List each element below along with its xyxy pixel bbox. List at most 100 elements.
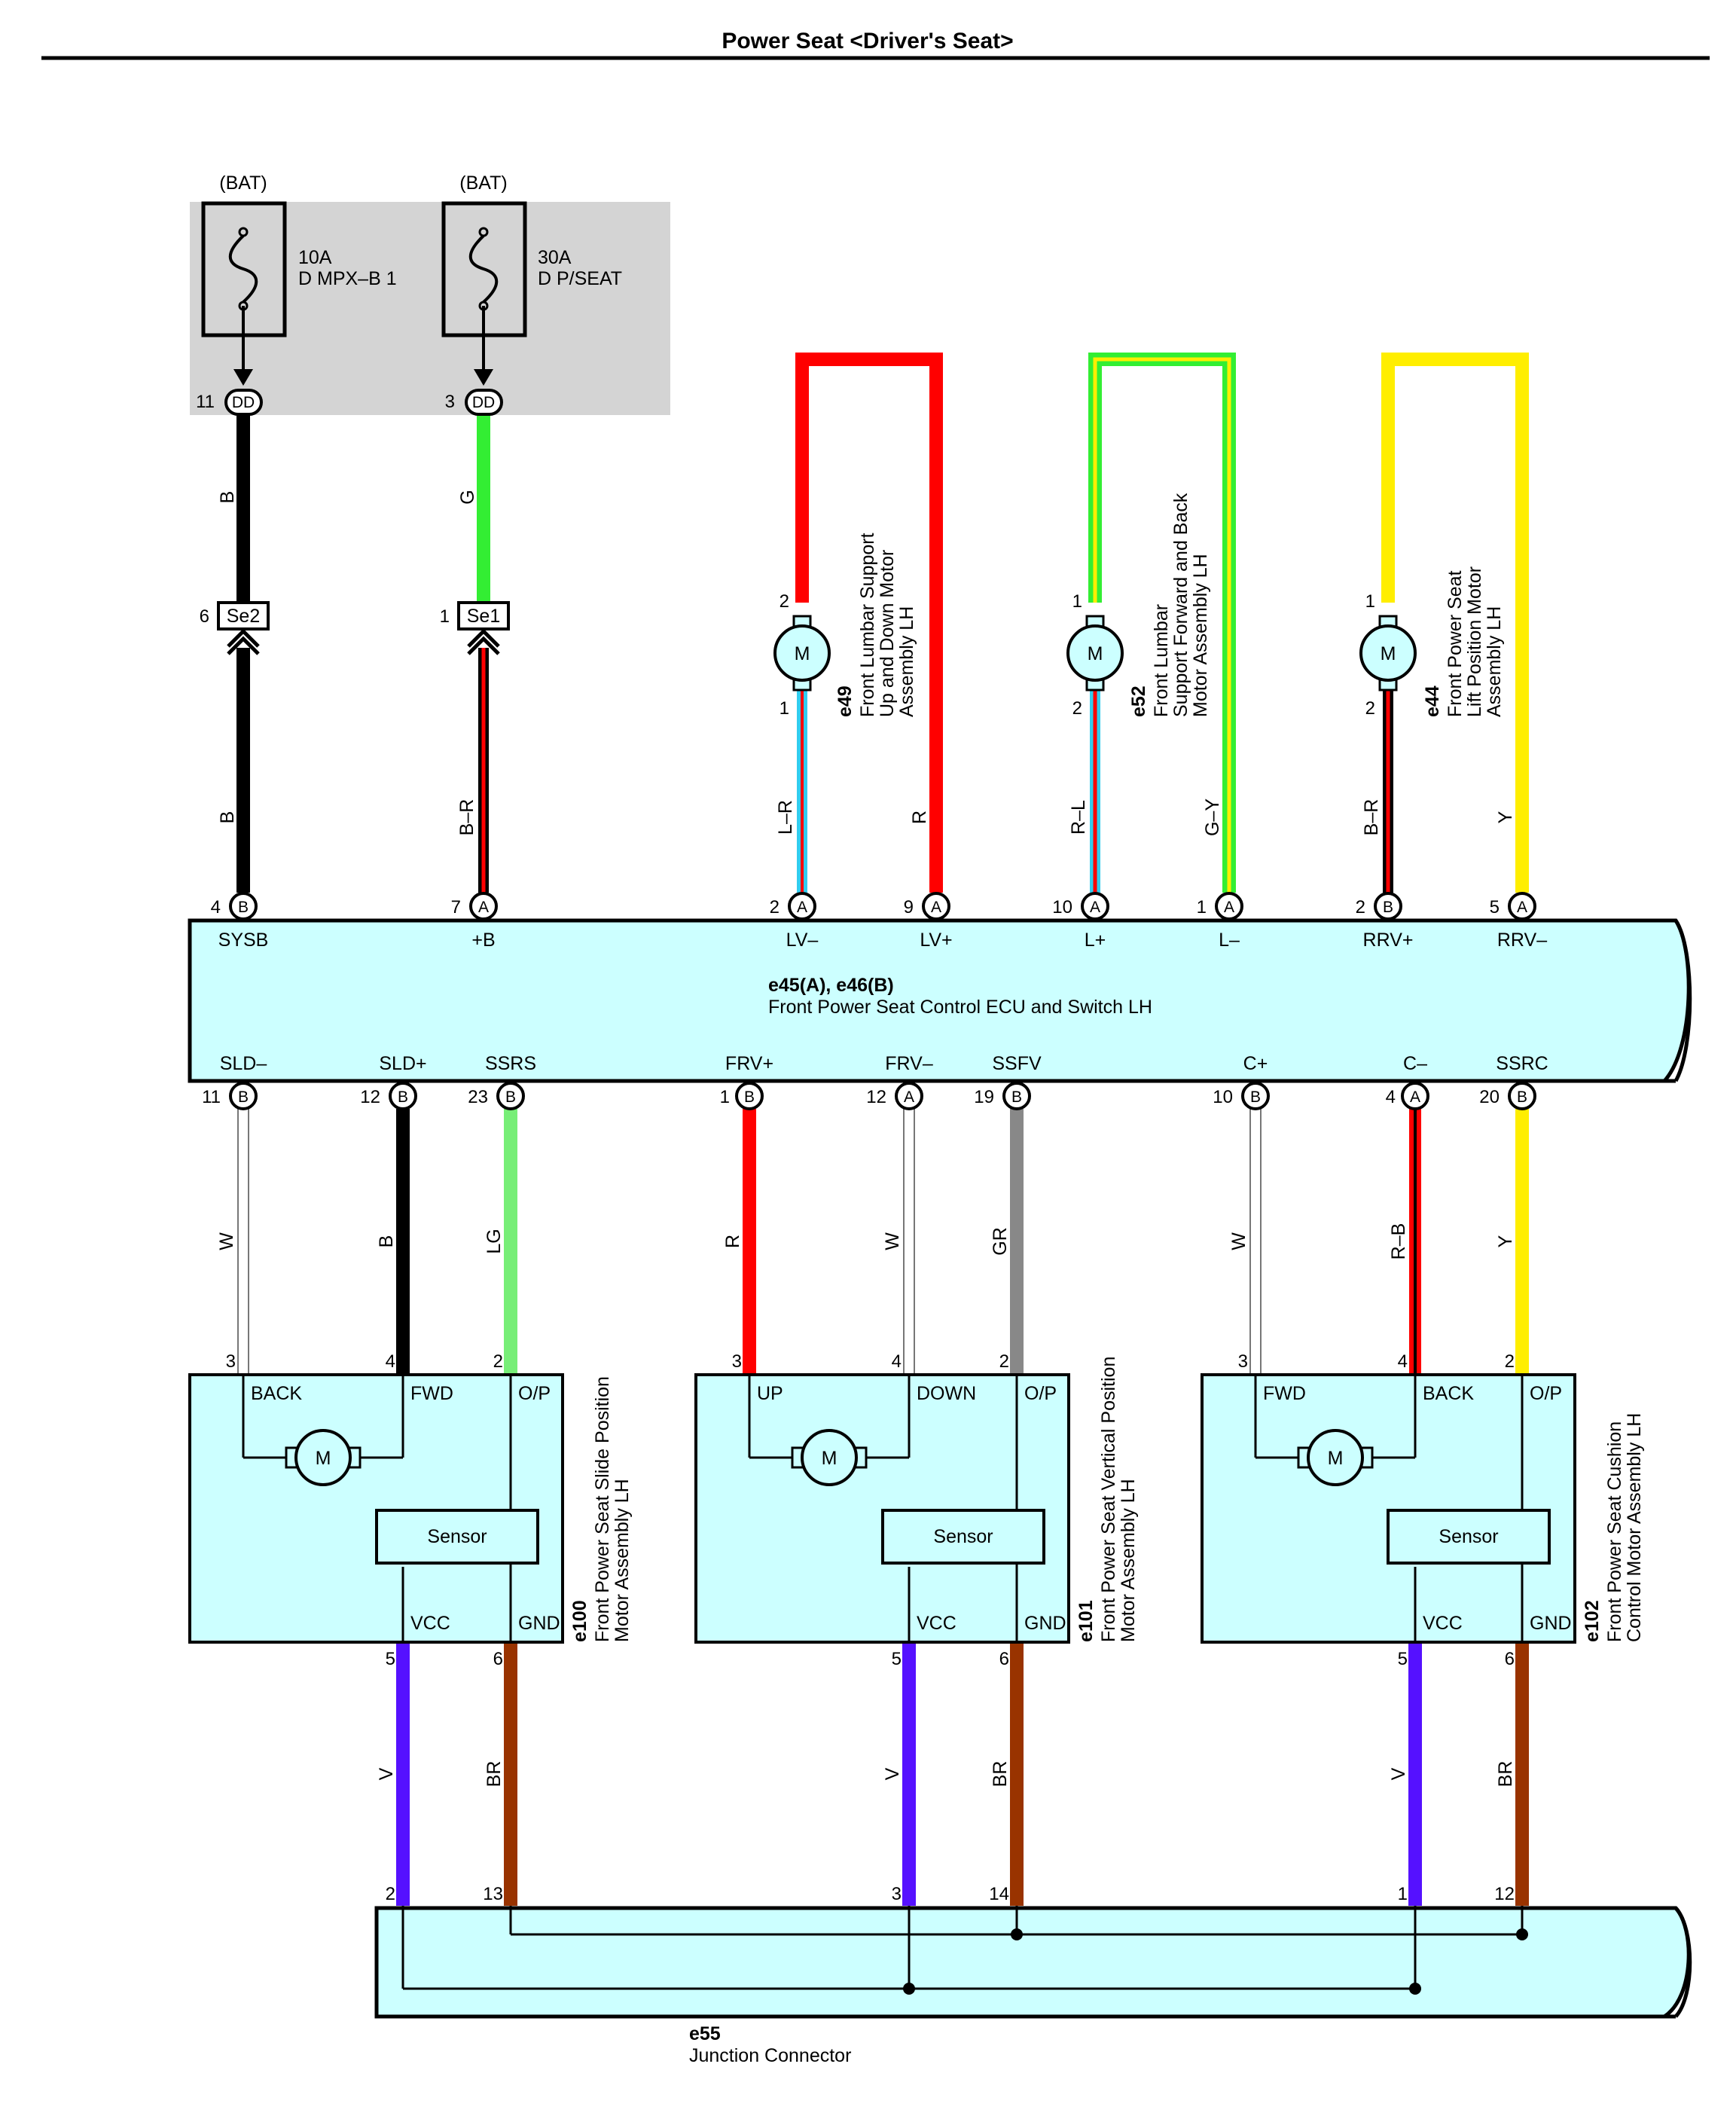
connector-dd [465,389,503,416]
svg-text:SSRC: SSRC [1496,1053,1548,1074]
motor-e49: M 2 1 e49 Front Lumbar Support Up and Do… [773,533,917,719]
svg-text:L+: L+ [1085,930,1106,951]
junction-break-edge [1674,1907,1692,2018]
pin-number: 2 [493,1351,503,1372]
svg-text:A: A [478,899,489,916]
fuse-rating: 30A [538,247,572,268]
arrow-down-icon [233,369,253,386]
wire-label: R [909,811,930,824]
assembly-box [188,1373,564,1644]
terminal-label: O/P [518,1383,551,1404]
chevron-up-icon [227,628,260,648]
svg-text:LV–: LV– [786,930,819,951]
wire-label: R–L [1068,800,1089,835]
sensor-label: Sensor [427,1526,487,1547]
terminal-label: O/P [1024,1383,1057,1404]
svg-text:A: A [797,899,807,916]
ecu-pin: C– A 4 [1386,1053,1429,1110]
ecu-pin: B 2 RRV+ [1356,892,1413,951]
splice-dot [1409,1983,1421,1995]
assembly-name: Front Power Seat Vertical Position [1098,1357,1119,1642]
svg-text:SLD–: SLD– [220,1053,267,1074]
pin-number: 6 [1505,1649,1515,1669]
svg-text:1: 1 [1197,897,1207,917]
sensor-label: Sensor [1439,1526,1498,1547]
svg-text:19: 19 [974,1087,994,1107]
svg-text:7: 7 [451,897,461,917]
svg-text:FRV+: FRV+ [725,1053,773,1074]
motor-e52: M 1 2 e52 Front Lumbar Support Forward a… [1066,493,1211,719]
terminal-label: UP [757,1383,783,1404]
ecu-pin: A 7 +B [451,892,498,951]
ecu-pin: A 5 RRV– [1490,892,1547,951]
fuse-element [468,234,499,304]
wire-label: B [217,491,238,504]
wire-label: GR [990,1227,1011,1256]
wire-label: B [376,1235,397,1248]
assembly-name: Motor Assembly LH [612,1479,633,1642]
connector-dd-3: 3 DD [445,389,503,416]
svg-text:SSFV: SSFV [992,1053,1042,1074]
pin-number: 3 [892,1884,902,1904]
assembly-name: Front Power Seat Cushion [1604,1421,1625,1642]
splice-dot [1011,1928,1023,1940]
svg-text:A: A [931,899,941,916]
wire-label: G–Y [1202,798,1223,836]
motor-symbol: M [1328,1448,1344,1469]
pin-number: 1 [1365,591,1375,612]
chevron-up-icon [227,636,260,655]
terminal-label: FWD [1263,1383,1306,1404]
wire-label: BR [1495,1761,1516,1788]
motor-symbol: M [316,1448,331,1469]
assembly-e101: M Sensor UP DOWN O/P VCC GND 3 4 2 5 6 e… [694,1351,1139,1669]
pin-number: 11 [196,392,215,412]
motor-code: e49 [834,685,856,717]
connector-label: DD [472,394,495,411]
pin-number: 4 [386,1351,395,1372]
wire-label: W [1228,1232,1249,1250]
ecu-name: Front Power Seat Control ECU and Switch … [768,997,1152,1018]
junction-connector-name: Junction Connector [689,2045,851,2066]
arrow-down-icon [474,369,493,386]
motor-icon [1307,1429,1364,1486]
svg-text:A: A [1224,899,1234,916]
pin-number: 3 [226,1351,236,1372]
junction-label: Se1 [467,606,500,627]
pin-number: 5 [386,1649,395,1669]
svg-text:1: 1 [720,1087,730,1107]
terminal-label: DOWN [917,1383,976,1404]
pin-number: 1 [1072,591,1082,612]
svg-text:A: A [1517,899,1527,916]
fuse-source: (BAT) [459,172,507,194]
pin-number: 1 [780,698,789,719]
svg-text:C–: C– [1403,1053,1427,1074]
terminal-label: FWD [410,1383,453,1404]
wire-g-y-stripe [1093,357,1231,893]
ecu-pin: A 9 LV+ [904,892,953,951]
assembly-name: Motor Assembly LH [1118,1479,1139,1642]
sensor-box [881,1509,1045,1565]
motor-name: Assembly LH [1484,606,1505,717]
svg-text:2: 2 [770,897,780,917]
fuse-30a: (BAT) 30A D P/SEAT [441,172,622,337]
svg-text:9: 9 [904,897,914,917]
terminal-label: GND [1530,1613,1572,1634]
motor-symbol: M [1088,643,1103,664]
assembly-e100: M Sensor BACK FWD O/P VCC GND 3 4 2 5 6 … [188,1351,633,1669]
svg-text:FRV–: FRV– [885,1053,933,1074]
motor-name: Assembly LH [896,606,917,717]
svg-text:LV+: LV+ [920,930,952,951]
motor-e44: M 1 2 e44 Front Power Seat Lift Position… [1359,566,1505,719]
splice-dot [903,1983,915,1995]
connector-dd [224,389,263,416]
fuse-rating: 10A [298,247,332,268]
wire-label: R–B [1388,1223,1409,1260]
motor-name: Front Power Seat [1445,570,1466,717]
pin-number: 1 [1398,1884,1408,1904]
pin-number: 3 [1238,1351,1248,1372]
pin-number: 2 [1365,698,1375,719]
assembly-code: e102 [1582,1600,1603,1642]
ecu-bottom-pins: SLD– B 11 SLD+ B 12 SSRS B 23 FRV+ B 1 F… [202,1053,1548,1110]
terminal-label: GND [1024,1613,1066,1634]
